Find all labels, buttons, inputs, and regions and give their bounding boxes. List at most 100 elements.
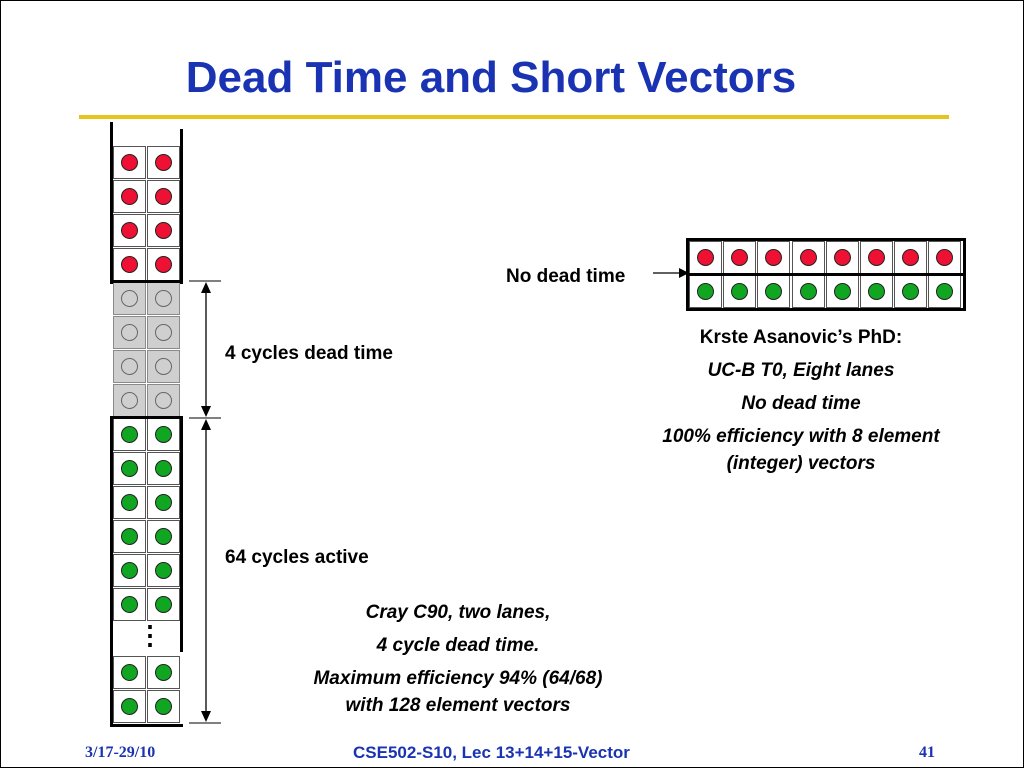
lane-cell — [113, 588, 146, 621]
lane-cell — [147, 384, 180, 417]
cray-note-line-4: with 128 element vectors — [345, 695, 571, 716]
green-element-dot — [121, 460, 138, 477]
pointer-arrow — [653, 268, 689, 278]
red-element-dot — [155, 154, 172, 171]
row-frame-left — [686, 238, 689, 311]
empty-element-dot — [155, 290, 172, 307]
footer-course: CSE502-S10, Lec 13+14+15-Vector — [353, 743, 630, 762]
lane-cell — [928, 275, 961, 308]
dead-time-label: 4 cycles dead time — [225, 343, 393, 364]
lane-cell — [826, 241, 859, 274]
lane-cell — [113, 214, 146, 247]
lane-cell — [792, 241, 825, 274]
lane-cell — [689, 241, 722, 274]
krste-line-2: No dead time — [741, 393, 861, 414]
green-block-top-border — [110, 416, 183, 419]
red-element-dot — [155, 188, 172, 205]
green-element-dot — [155, 596, 172, 613]
row-frame-bottom — [686, 308, 966, 311]
green-element-dot — [155, 664, 172, 681]
lane-cell — [928, 241, 961, 274]
lane-cell — [860, 241, 893, 274]
empty-element-dot — [121, 290, 138, 307]
krste-heading: Krste Asanovic’s PhD: — [699, 327, 903, 348]
cray-note-line-2: 4 cycle dead time. — [376, 635, 540, 656]
row-frame-right — [963, 238, 966, 311]
green-element-dot — [155, 562, 172, 579]
green-element-dot — [936, 283, 953, 300]
green-element-dot — [697, 283, 714, 300]
red-block-right-border — [180, 129, 183, 284]
footer-date: 3/17-29/10 — [85, 744, 156, 761]
green-element-dot — [765, 283, 782, 300]
green-block-bottom-border — [110, 724, 183, 727]
lane-cell — [113, 690, 146, 723]
red-element-dot — [155, 222, 172, 239]
lane-cell — [113, 180, 146, 213]
lane-cell — [147, 180, 180, 213]
green-block-right-border — [180, 416, 183, 652]
lane-cell — [147, 486, 180, 519]
lane-cell — [147, 520, 180, 553]
lane-cell — [826, 275, 859, 308]
lane-cell — [113, 418, 146, 451]
red-element-dot — [731, 249, 748, 266]
row-frame-middle — [686, 273, 966, 276]
title-underline — [79, 115, 949, 119]
lane-cell — [147, 282, 180, 315]
lane-cell — [113, 554, 146, 587]
lane-cell — [147, 554, 180, 587]
red-element-dot — [765, 249, 782, 266]
lane-cell — [792, 275, 825, 308]
krste-line-3: 100% efficiency with 8 element — [662, 426, 940, 447]
lane-cell — [113, 282, 146, 315]
red-element-dot — [155, 256, 172, 273]
cray-note-line-1: Cray C90, two lanes, — [365, 602, 551, 623]
cycle-dimension-arrows — [189, 280, 221, 724]
empty-element-dot — [121, 358, 138, 375]
lane-cell — [147, 690, 180, 723]
green-element-dot — [155, 460, 172, 477]
lane-cell — [113, 520, 146, 553]
green-element-dot — [731, 283, 748, 300]
row-frame-top — [686, 238, 966, 241]
green-element-dot — [902, 283, 919, 300]
lane-cell — [147, 350, 180, 383]
green-element-dot — [121, 528, 138, 545]
lane-cell — [113, 316, 146, 349]
red-element-dot — [121, 256, 138, 273]
red-element-dot — [121, 222, 138, 239]
green-element-dot — [155, 426, 172, 443]
empty-element-dot — [155, 358, 172, 375]
green-element-dot — [155, 698, 172, 715]
active-cycles-label: 64 cycles active — [225, 547, 369, 568]
green-element-dot — [800, 283, 817, 300]
red-element-dot — [868, 249, 885, 266]
cray-note-line-3: Maximum efficiency 94% (64/68) — [313, 668, 603, 689]
lane-cell — [147, 656, 180, 689]
empty-element-dot — [155, 324, 172, 341]
red-element-dot — [697, 249, 714, 266]
empty-element-dot — [155, 392, 172, 409]
lane-cell — [757, 241, 790, 274]
lane-cell — [147, 418, 180, 451]
lane-cell — [113, 248, 146, 281]
red-element-dot — [121, 188, 138, 205]
empty-element-dot — [121, 324, 138, 341]
lane-cell — [147, 248, 180, 281]
footer-page-number: 41 — [919, 744, 935, 761]
red-element-dot — [902, 249, 919, 266]
red-element-dot — [800, 249, 817, 266]
lane-cell — [113, 486, 146, 519]
no-dead-time-label: No dead time — [506, 266, 626, 287]
lane-cell — [113, 656, 146, 689]
lane-cell — [894, 275, 927, 308]
green-element-dot — [868, 283, 885, 300]
lane-cell — [113, 452, 146, 485]
green-element-dot — [121, 426, 138, 443]
green-element-dot — [155, 494, 172, 511]
lane-cell — [147, 214, 180, 247]
green-element-dot — [121, 562, 138, 579]
red-block-left-border — [110, 122, 113, 284]
